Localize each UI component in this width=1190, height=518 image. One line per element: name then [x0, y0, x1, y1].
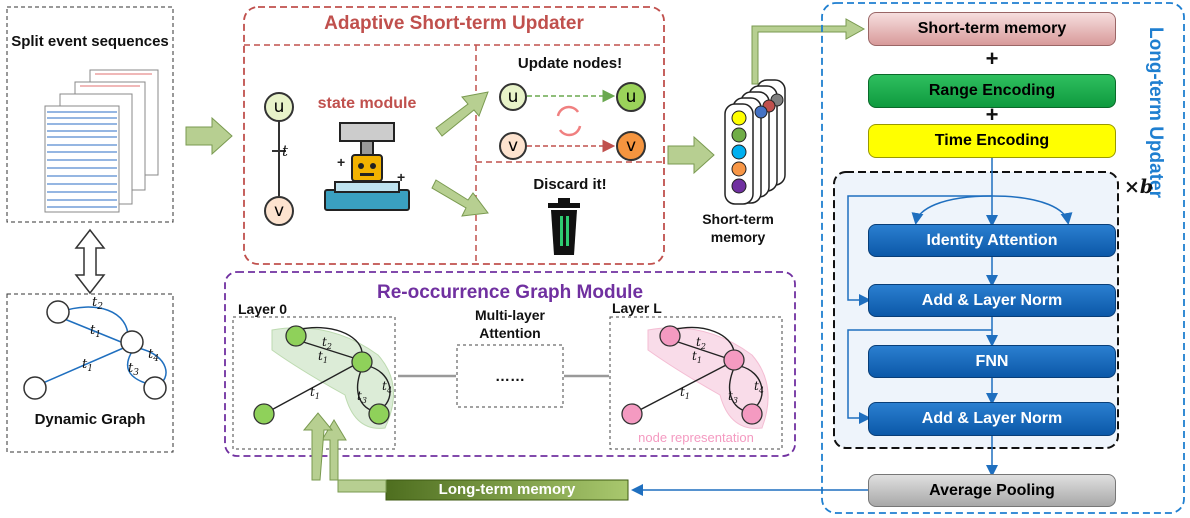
- svg-text:t4: t4: [148, 347, 159, 364]
- arrow-discard: [431, 179, 489, 217]
- range-encoding-block: Range Encoding: [868, 74, 1116, 108]
- arrow-to-updater: [185, 116, 233, 156]
- long-term-memory-bar: [385, 479, 629, 501]
- identity-attention-block: Identity Attention: [868, 224, 1116, 257]
- sequences-box: [6, 6, 174, 223]
- svg-text:t1: t1: [318, 349, 328, 365]
- reoccurrence-title: Re-occurrence Graph Module: [376, 282, 644, 303]
- node-repr-label: node representation: [638, 430, 754, 445]
- robot-icon: + +: [324, 122, 410, 211]
- svg-text:t1: t1: [90, 323, 101, 340]
- plus-2: +: [985, 102, 999, 127]
- svg-text:t1: t1: [692, 349, 702, 365]
- ellipsis-label: ……: [495, 368, 525, 385]
- layerL-graph: [621, 325, 769, 429]
- plus-1: +: [985, 46, 999, 71]
- svg-text:t4: t4: [754, 379, 764, 395]
- node-v: v: [264, 196, 294, 226]
- svg-text:t2: t2: [92, 295, 103, 312]
- svg-text:t3: t3: [357, 389, 367, 405]
- discard-label: Discard it!: [533, 176, 607, 193]
- arrow-to-stack: [667, 135, 715, 175]
- layer0-graph: [253, 325, 394, 429]
- arrow-to-long-term: [751, 18, 866, 85]
- sequence-sheets: [44, 69, 159, 213]
- repeat-label: ×b: [1124, 176, 1154, 198]
- add-norm-block-2: Add & Layer Norm: [868, 402, 1116, 436]
- stack-label: Short-term memory: [702, 211, 774, 245]
- node-u-after: u: [616, 82, 646, 112]
- node-u: u: [264, 92, 294, 122]
- updater-title: Adaptive Short-term Updater: [324, 13, 584, 34]
- svg-text:+: +: [397, 169, 405, 185]
- time-encoding-block: Time Encoding: [868, 124, 1116, 158]
- node-u-before: u: [499, 83, 527, 111]
- node-v-after: v: [616, 131, 646, 161]
- svg-text:t4: t4: [382, 379, 392, 395]
- updater-box: [243, 6, 665, 265]
- short-term-memory-block: Short-term memory: [868, 12, 1116, 46]
- dynamic-graph-label: Dynamic Graph: [34, 411, 146, 428]
- svg-text:t1: t1: [82, 357, 93, 374]
- arrow-update: [435, 91, 489, 137]
- edge-time-label: t: [282, 142, 289, 160]
- sequences-label: Split event sequences: [11, 33, 169, 50]
- arrow-to-layer0: [302, 412, 334, 481]
- svg-text:+: +: [337, 154, 345, 170]
- add-norm-block-1: Add & Layer Norm: [868, 284, 1116, 317]
- long-term-title: Long-term Updater: [1145, 26, 1166, 198]
- attention-label: Multi-layer Attention: [474, 307, 545, 341]
- layer0-label: Layer 0: [238, 301, 288, 317]
- dynamic-graph-box: [6, 293, 174, 453]
- state-module-label: state module: [317, 95, 417, 112]
- svg-text:t2: t2: [322, 335, 332, 351]
- average-pooling-block: Average Pooling: [868, 474, 1116, 507]
- svg-text:t1: t1: [310, 385, 320, 401]
- trash-icon: [548, 198, 580, 255]
- layerL-label: Layer L: [612, 300, 662, 316]
- short-term-stack: [724, 79, 786, 205]
- refresh-icon: [556, 105, 582, 137]
- node-v-before: v: [499, 132, 527, 160]
- long-term-box: [821, 2, 1185, 514]
- reoccurrence-box: [224, 271, 796, 457]
- fnn-block: FNN: [868, 345, 1116, 378]
- update-nodes-label: Update nodes!: [517, 55, 623, 72]
- long-term-memory-label: Long-term memory: [438, 481, 576, 498]
- svg-text:t2: t2: [696, 335, 706, 351]
- svg-text:t3: t3: [128, 361, 139, 378]
- double-arrow: [74, 228, 106, 295]
- svg-text:t3: t3: [728, 389, 738, 405]
- svg-text:t1: t1: [680, 385, 690, 401]
